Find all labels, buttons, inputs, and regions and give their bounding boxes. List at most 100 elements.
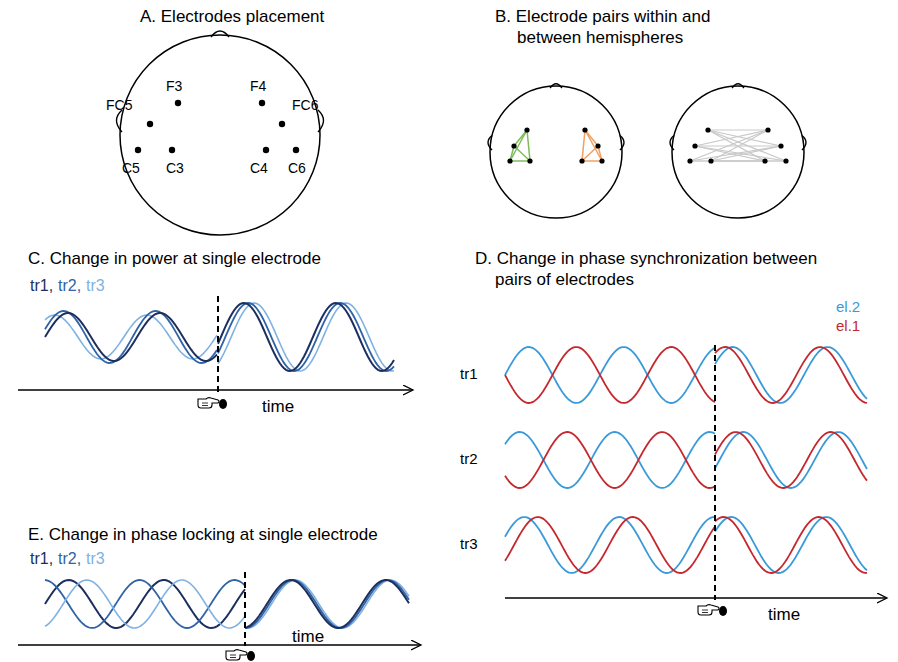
- electrode-dot: [762, 158, 767, 163]
- electrode-label: F3: [166, 78, 182, 96]
- pair-line: [527, 130, 530, 161]
- electrode-dot: [507, 158, 512, 163]
- electrode-legend: el.2: [836, 298, 860, 317]
- event-marker: [714, 345, 716, 600]
- electrode-dot: [705, 127, 710, 132]
- signal-wave: [505, 347, 715, 403]
- electrode-label: C3: [166, 160, 184, 178]
- signal-wave: [505, 347, 715, 403]
- signal-wave: [505, 517, 715, 573]
- electrode-label: FC6: [292, 97, 318, 115]
- electrode-dot: [263, 147, 269, 153]
- pair-line: [690, 160, 765, 161]
- trial-label: tr2: [460, 450, 478, 469]
- signal-wave: [45, 311, 217, 363]
- electrode-dot: [599, 158, 604, 163]
- pair-line: [582, 130, 585, 161]
- electrode-dot: [579, 158, 584, 163]
- pair-line: [690, 160, 786, 161]
- electrode-dot: [595, 143, 600, 148]
- event-marker: [244, 572, 246, 646]
- signal-wave: [505, 432, 715, 488]
- pair-line: [711, 160, 786, 161]
- time-axis: [18, 644, 420, 645]
- trial-label: tr2,: [58, 276, 81, 296]
- electrode-dot: [169, 147, 175, 153]
- event-marker: [217, 296, 219, 392]
- button-press-icon: [198, 398, 227, 409]
- electrode-label: F4: [250, 78, 266, 96]
- electrode-label: C6: [288, 160, 306, 178]
- signal-wave: [218, 303, 394, 371]
- signal-wave: [245, 580, 409, 628]
- button-press-icon: [226, 650, 255, 661]
- trial-label: tr1,: [30, 276, 53, 296]
- trial-label: tr2,: [58, 549, 81, 569]
- signal-wave: [505, 517, 715, 573]
- electrode-dot: [687, 158, 692, 163]
- pair-line: [711, 130, 768, 161]
- signal-wave: [715, 432, 867, 488]
- electrode-legend: el.1: [836, 317, 860, 336]
- electrode-dot: [692, 143, 697, 148]
- pair-line: [711, 160, 765, 161]
- electrode-dot: [175, 100, 181, 106]
- electrode-dot: [135, 147, 141, 153]
- signal-wave: [245, 580, 409, 628]
- pair-line: [690, 130, 768, 161]
- axis-label: time: [768, 604, 800, 625]
- electrode-dot: [765, 127, 770, 132]
- panel-title: B. Electrode pairs within and between he…: [495, 6, 779, 49]
- electrode-dot: [708, 158, 713, 163]
- trial-label: tr1: [460, 365, 478, 384]
- pair-line: [514, 146, 530, 161]
- electrode-dot: [147, 121, 153, 127]
- electrode-dot: [293, 147, 299, 153]
- trial-label: tr3: [86, 549, 105, 569]
- electrode-dot: [279, 121, 285, 127]
- signal-wave: [45, 313, 217, 361]
- pair-line: [510, 160, 530, 162]
- signal-wave: [505, 432, 715, 488]
- panel-title: A. Electrodes placement: [140, 6, 324, 27]
- pair-line: [708, 130, 781, 146]
- signal-wave: [218, 303, 394, 371]
- electrode-label: C5: [122, 160, 140, 178]
- panel-title: C. Change in power at single electrode: [28, 248, 321, 269]
- pair-line: [582, 160, 602, 162]
- axis-label: time: [262, 396, 294, 417]
- head-outline: [488, 84, 624, 218]
- signal-wave: [45, 315, 217, 359]
- electrode-dot: [524, 127, 529, 132]
- panel-title: D. Change in phase synchronization betwe…: [475, 248, 825, 291]
- electrode-dot: [259, 100, 265, 106]
- signal-wave: [45, 580, 245, 628]
- time-axis: [505, 597, 886, 598]
- pair-line: [708, 129, 768, 130]
- pair-line: [711, 146, 781, 161]
- signal-wave: [218, 303, 394, 371]
- signal-wave: [715, 432, 867, 488]
- signal-wave: [45, 580, 245, 628]
- electrode-dot: [783, 158, 788, 163]
- signal-wave: [715, 347, 867, 403]
- head-outline: [117, 31, 324, 235]
- time-axis: [18, 389, 412, 390]
- axis-label: time: [292, 626, 324, 647]
- panel-title: E. Change in phase locking at single ele…: [28, 524, 378, 545]
- signal-wave: [45, 580, 245, 628]
- electrode-dot: [511, 143, 516, 148]
- electrode-dot: [582, 127, 587, 132]
- pair-line: [695, 130, 768, 146]
- signal-wave: [715, 347, 867, 403]
- button-press-icon: [698, 605, 727, 616]
- trial-label: tr1,: [30, 549, 53, 569]
- signal-wave: [715, 517, 867, 573]
- trial-label: tr3: [86, 276, 105, 296]
- pair-line: [582, 146, 598, 161]
- electrode-dot: [778, 143, 783, 148]
- electrode-label: C4: [250, 160, 268, 178]
- trial-label: tr3: [460, 535, 478, 554]
- electrode-label: FC5: [106, 97, 132, 115]
